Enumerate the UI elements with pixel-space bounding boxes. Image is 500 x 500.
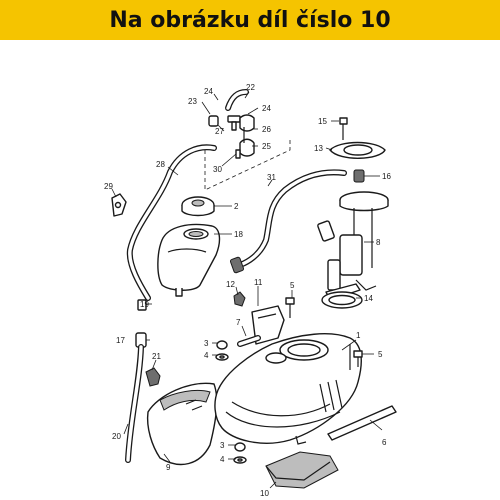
callout-22: 22 (246, 83, 255, 92)
callout-5-right: 5 (378, 350, 383, 359)
part-12 (233, 291, 246, 307)
callout-9: 9 (166, 463, 171, 472)
callout-19: 19 (140, 300, 149, 309)
leader-lines (111, 91, 383, 489)
clip-29 (111, 193, 127, 217)
callout-1: 1 (356, 331, 361, 340)
title-banner: Na obrázku díl číslo 10 (0, 0, 500, 40)
callout-26: 26 (262, 125, 271, 134)
side-cover-9 (146, 382, 218, 466)
callout-3-upper: 3 (204, 339, 209, 348)
callout-29: 29 (104, 182, 113, 191)
callout-18: 18 (234, 230, 243, 239)
fitting-21 (145, 367, 161, 387)
callout-5-top: 5 (290, 281, 295, 290)
pad-10 (265, 451, 339, 489)
hose-28 (126, 144, 217, 301)
callout-31: 31 (267, 173, 276, 182)
callout-23: 23 (188, 97, 197, 106)
callout-4-lower: 4 (220, 455, 225, 464)
callout-6: 6 (382, 438, 387, 447)
callout-25: 25 (262, 142, 271, 151)
washers-upper (215, 340, 229, 361)
breather-valve-group (208, 89, 255, 159)
washers-lower (233, 442, 247, 464)
ring-14 (321, 291, 363, 309)
part-26a (227, 115, 241, 123)
fuel-pump-assembly (317, 117, 389, 301)
bolt-5-upper (285, 297, 295, 318)
part-25 (239, 138, 255, 157)
callout-24-right: 24 (262, 104, 271, 113)
hose-31 (229, 169, 347, 274)
callout-27: 27 (215, 127, 224, 136)
fitting-19 (137, 299, 147, 311)
callout-30: 30 (213, 165, 222, 174)
callout-13: 13 (314, 144, 323, 153)
strip-6 (327, 405, 397, 441)
callout-3-lower: 3 (220, 441, 225, 450)
callout-28: 28 (156, 160, 165, 169)
callout-numbers: 22 24 23 24 27 26 25 30 28 29 2 18 19 17… (104, 83, 391, 498)
cap-2 (181, 196, 215, 217)
callout-24-top: 24 (204, 87, 213, 96)
callout-12: 12 (226, 280, 235, 289)
part-27 (208, 115, 219, 127)
callout-11: 11 (254, 278, 263, 287)
callout-2: 2 (234, 202, 239, 211)
part-16 (353, 169, 365, 183)
callout-15: 15 (318, 117, 327, 126)
part-26 (239, 114, 255, 132)
callout-7: 7 (236, 318, 241, 327)
plate-11 (251, 305, 285, 345)
callout-16: 16 (382, 172, 391, 181)
callout-20: 20 (112, 432, 121, 441)
callout-4-upper: 4 (204, 351, 209, 360)
callout-21: 21 (152, 352, 161, 361)
callout-10: 10 (260, 489, 269, 498)
canister-18 (157, 223, 221, 297)
fuel-tank-1 (214, 333, 362, 445)
callout-14: 14 (364, 294, 373, 303)
banner-title: Na obrázku díl číslo 10 (109, 7, 391, 33)
fuel-tank-exploded-diagram: 22 24 23 24 27 26 25 30 28 29 2 18 19 17… (0, 40, 500, 500)
callout-17: 17 (116, 336, 125, 345)
callout-8: 8 (376, 238, 381, 247)
